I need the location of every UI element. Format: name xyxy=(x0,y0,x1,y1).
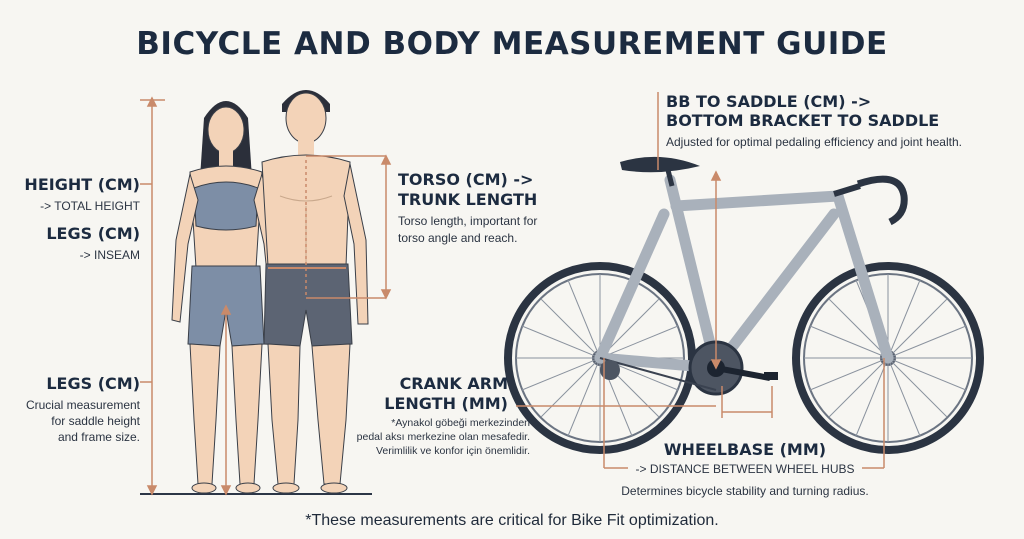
crank-label-1: CRANK ARM xyxy=(399,374,508,393)
height-sub: -> TOTAL HEIGHT xyxy=(40,199,140,213)
inseam-measure-line xyxy=(220,304,232,496)
man-figure xyxy=(261,90,369,494)
wheelbase-line xyxy=(603,358,885,469)
bb-desc: Adjusted for optimal pedaling efficiency… xyxy=(666,135,962,149)
wheelbase-label: WHEELBASE (MM) xyxy=(663,440,827,459)
bicycle xyxy=(504,156,984,454)
height-measure-line xyxy=(140,96,165,496)
page-title: BICYCLE AND BODY MEASUREMENT GUIDE xyxy=(136,26,888,62)
footer-note: *These measurements are critical for Bik… xyxy=(305,512,719,529)
torso-desc-2: torso angle and reach. xyxy=(398,231,518,245)
legs-bottom-desc-1: Crucial measurement xyxy=(25,398,140,412)
wheelbase-sub: -> DISTANCE BETWEEN WHEEL HUBS xyxy=(635,462,855,476)
bb-label-2: BOTTOM BRACKET TO SADDLE xyxy=(666,111,940,130)
torso-label-2: TRUNK LENGTH xyxy=(398,190,538,209)
crank-desc-2: pedal aksı merkezine olan mesafedir. xyxy=(356,431,530,443)
legs-bottom-label: LEGS (CM) xyxy=(46,374,140,393)
bb-label-1: BB TO SADDLE (CM) -> xyxy=(666,92,872,111)
torso-desc-1: Torso length, important for xyxy=(398,214,538,228)
legs-bottom-desc-3: and frame size. xyxy=(57,430,140,444)
legs-bottom-desc-2: for saddle height xyxy=(51,414,140,428)
legs-top-label: LEGS (CM) xyxy=(46,224,140,243)
torso-label-1: TORSO (CM) -> xyxy=(398,170,534,189)
crank-desc-3: Verimlilik ve konfor için önemlidir. xyxy=(375,445,530,457)
bb-to-saddle-line xyxy=(657,92,722,370)
wheelbase-desc: Determines bicycle stability and turning… xyxy=(621,484,869,498)
legs-top-sub: -> INSEAM xyxy=(79,248,140,262)
height-label: HEIGHT (CM) xyxy=(24,175,140,194)
crank-desc-1: *Aynakol göbeği merkezinden xyxy=(391,417,530,429)
torso-measure-line xyxy=(305,154,392,300)
crank-arm-line xyxy=(516,386,773,418)
crank-label-2: LENGTH (MM) xyxy=(384,394,508,413)
